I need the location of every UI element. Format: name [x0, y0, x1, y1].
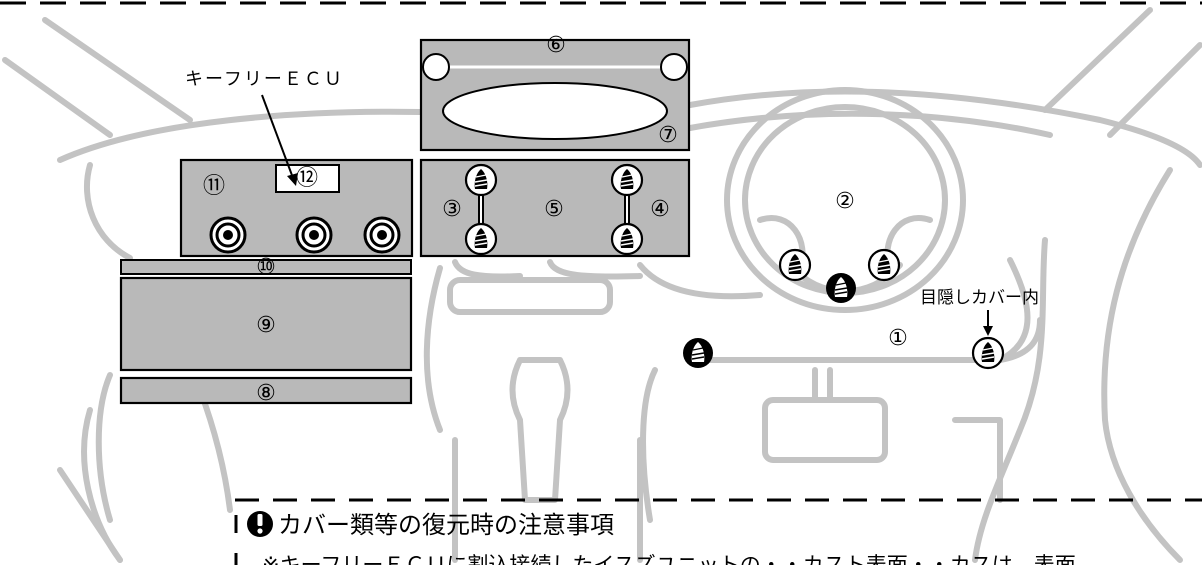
label-12: ⑫: [296, 166, 318, 191]
hidden-cover-label: 目隠しカバー内: [920, 288, 1039, 308]
keyfree-ecu-label: キーフリーＥＣＵ: [185, 69, 344, 90]
label-11: ⑪: [203, 174, 225, 199]
label-1: ①: [888, 326, 908, 351]
panel-8: [119, 376, 413, 405]
panel-10: [120, 259, 412, 275]
panel-9: [119, 276, 413, 372]
keyfree-ecu-box: [275, 164, 340, 193]
label-7: ⑦: [658, 123, 678, 148]
label-8: ⑧: [256, 381, 276, 406]
warning-icon: [247, 511, 273, 537]
label-9: ⑨: [256, 313, 276, 338]
notice-title: カバー類等の復元時の注意事項: [278, 511, 614, 539]
clip-right: [660, 53, 688, 81]
ecu-arrow: [261, 94, 294, 179]
panel-6-7: [419, 38, 691, 152]
notice-line-1: ※キーフリーＥＣＵに割込接続したイスズユニットの・・カスト表面・・カスは、表面: [262, 553, 1076, 565]
label-3: ③: [442, 197, 462, 222]
label-2: ②: [835, 189, 855, 214]
label-6: ⑥: [546, 33, 566, 58]
panel-opening: [442, 82, 668, 140]
label-4: ④: [650, 197, 670, 222]
label-5: ⑤: [544, 197, 564, 222]
clip-left: [422, 53, 450, 81]
label-10: ⑩: [256, 255, 276, 280]
